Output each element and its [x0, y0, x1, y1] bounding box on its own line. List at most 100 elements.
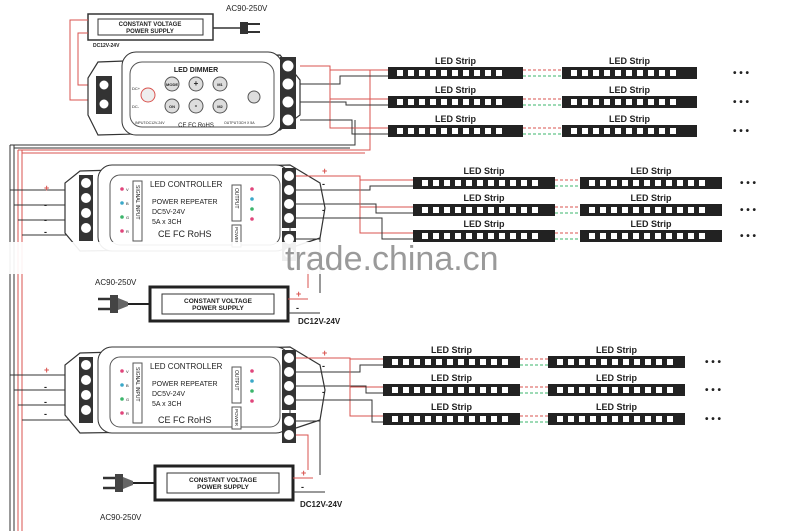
dimmer-button[interactable] — [164, 76, 180, 92]
terminal-screw — [284, 395, 294, 405]
strip-label: LED Strip — [609, 56, 651, 66]
minus-sign: - — [44, 215, 47, 225]
output-led — [250, 207, 254, 211]
ps-ac-label: AC90-250V — [100, 513, 142, 522]
output-label: OUTPUT — [233, 370, 239, 391]
led-chip — [634, 416, 640, 422]
led-chip — [403, 387, 409, 393]
led-strip: LED Strip — [548, 345, 685, 368]
strip-label: LED Strip — [435, 56, 477, 66]
led-chip — [579, 416, 585, 422]
controller-certs: CE FC RoHS — [158, 229, 212, 239]
dimmer-button-label: + — [194, 79, 199, 88]
led-chip — [590, 387, 596, 393]
ps-label-2: POWER SUPPLY — [197, 484, 249, 491]
led-chip — [496, 70, 502, 76]
wire-negative — [296, 364, 383, 373]
led-strip: LED Strip — [413, 193, 555, 216]
led-chip — [622, 180, 628, 186]
signal-led — [120, 369, 124, 373]
minus-sign: - — [44, 200, 47, 210]
led-chip — [666, 180, 672, 186]
strip-label: LED Strip — [435, 85, 477, 95]
led-chip — [571, 70, 577, 76]
strip-label: LED Strip — [596, 373, 638, 383]
signal-input-label: SIGNAL INPUT — [134, 185, 140, 220]
led-chip — [659, 128, 665, 134]
led-chip — [414, 387, 420, 393]
ps-label-box — [166, 472, 280, 494]
led-chip — [604, 70, 610, 76]
continuation-dots: • • • — [740, 178, 757, 189]
led-chip — [452, 70, 458, 76]
led-chip — [593, 70, 599, 76]
led-chip — [496, 128, 502, 134]
wire-negative — [296, 203, 413, 214]
controller-line2: DC5V-24V — [152, 391, 185, 398]
led-chip — [491, 416, 497, 422]
dimmer-button[interactable] — [188, 98, 204, 114]
led-chip — [688, 180, 694, 186]
dimmer-button-label: ON — [169, 104, 175, 109]
led-chip — [600, 180, 606, 186]
controller-certs: CE FC RoHS — [158, 415, 212, 425]
led-chip — [666, 233, 672, 239]
led-chip — [656, 416, 662, 422]
led-chip — [637, 128, 643, 134]
led-chip — [480, 387, 486, 393]
strip-label: LED Strip — [630, 219, 672, 229]
led-chip — [458, 359, 464, 365]
dimmer-button-label: MODE — [166, 82, 178, 87]
led-chip — [447, 387, 453, 393]
signal-led — [120, 215, 124, 219]
led-chip — [496, 99, 502, 105]
wire-positive — [300, 65, 388, 129]
led-chip — [659, 70, 665, 76]
terminal-screw — [81, 405, 91, 415]
led-chip — [403, 359, 409, 365]
led-chip — [430, 99, 436, 105]
led-chip — [488, 207, 494, 213]
dimmer-button[interactable] — [188, 76, 204, 92]
led-chip — [502, 359, 508, 365]
channel-label: B — [126, 383, 129, 388]
led-strip: LED Strip — [562, 56, 697, 79]
led-chip — [510, 180, 516, 186]
led-strip: LED Strip — [388, 85, 523, 108]
led-chip — [648, 99, 654, 105]
led-chip — [499, 180, 505, 186]
dimmer-button[interactable] — [212, 76, 228, 92]
led-chip — [667, 359, 673, 365]
led-chip — [455, 233, 461, 239]
dimmer-button[interactable] — [212, 98, 228, 114]
terminal-screw — [284, 199, 294, 209]
led-chip — [571, 99, 577, 105]
led-strip: LED Strip — [383, 373, 520, 396]
led-strip: LED Strip — [580, 219, 722, 242]
channel-label: G — [126, 215, 129, 220]
watermark: trade.china.cn — [285, 240, 499, 278]
dimmer-button[interactable] — [164, 98, 180, 114]
signal-led — [120, 397, 124, 401]
led-chip — [499, 233, 505, 239]
terminal-screw — [81, 375, 91, 385]
wire-positive — [300, 65, 388, 100]
signal-led — [120, 187, 124, 191]
output-label-box — [231, 184, 242, 222]
signal-input-label-box — [132, 362, 143, 424]
led-chip — [645, 416, 651, 422]
led-chip — [441, 70, 447, 76]
led-chip — [491, 387, 497, 393]
wire-negative — [300, 75, 388, 85]
led-chip — [469, 416, 475, 422]
output-led — [250, 369, 254, 373]
signal-led — [120, 383, 124, 387]
dimmer-dc-minus: DC- — [132, 104, 140, 109]
plug-icon — [98, 295, 128, 313]
led-chip — [477, 207, 483, 213]
plug-icon — [240, 22, 260, 34]
speed-button[interactable] — [247, 90, 261, 104]
led-chip — [480, 359, 486, 365]
